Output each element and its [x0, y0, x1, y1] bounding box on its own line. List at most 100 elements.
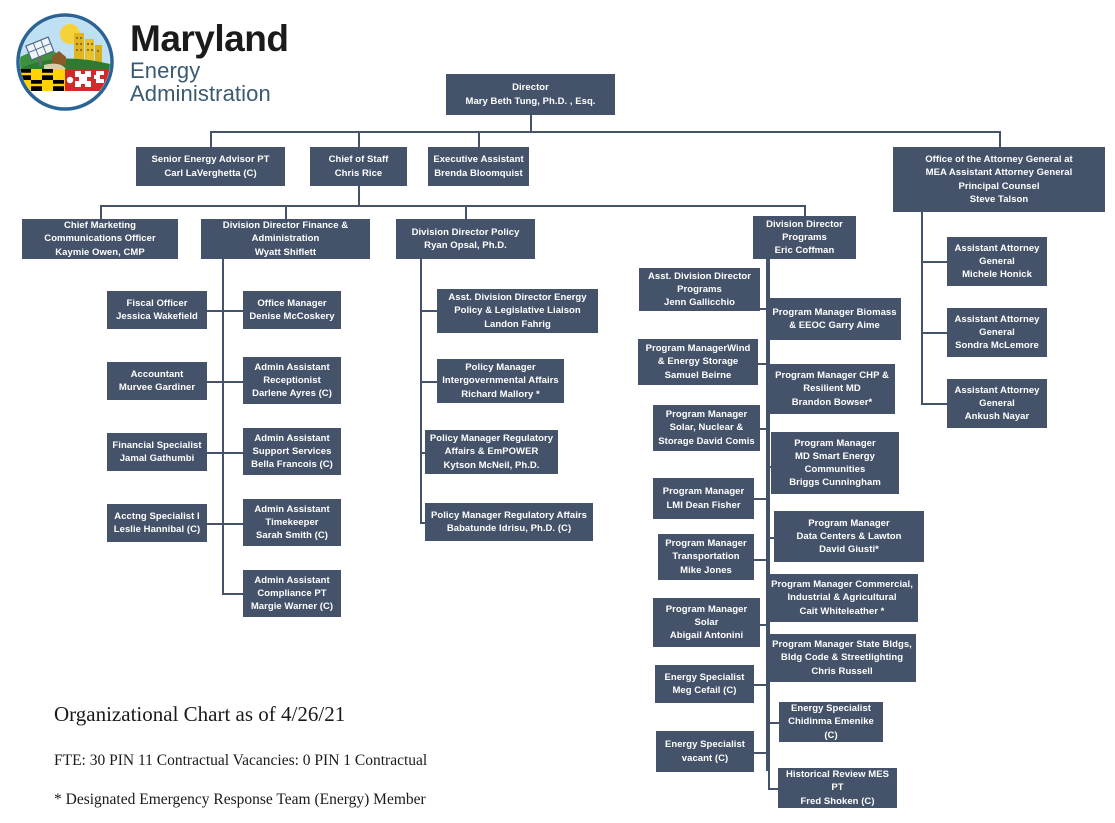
connector-finance-right-3 — [222, 452, 243, 454]
node-pm-chp-name: Brandon Bowser* — [791, 396, 873, 408]
connector-ag-trunk — [921, 212, 923, 405]
connector-programs-left-8 — [753, 752, 766, 754]
node-aa-support-line1: Admin Assistant — [254, 432, 330, 444]
node-dd-policy-name: Ryan Opsal, Ph.D. — [424, 240, 507, 251]
node-pm-lmi[interactable]: Program Manager LMI Dean Fisher — [653, 478, 754, 519]
node-aa-receptionist[interactable]: Admin Assistant Receptionist Darlene Ayr… — [243, 357, 341, 404]
node-aag-mclemore[interactable]: Assistant Attorney General Sondra McLemo… — [947, 308, 1047, 357]
node-pm-reg-affairs-name: Babatunde Idrisu, Ph.D. (C) — [446, 523, 572, 534]
connector-chief-of-staff-drop — [358, 131, 360, 147]
node-aa-receptionist-line2: Receptionist — [263, 374, 321, 386]
legend-note: * Designated Emergency Response Team (En… — [54, 791, 426, 808]
node-chief-of-staff[interactable]: Chief of Staff Chris Rice — [310, 147, 407, 186]
connector-policy-branch-2 — [420, 381, 437, 383]
node-energy-specialist-cefail[interactable]: Energy Specialist Meg Cefail (C) — [655, 665, 754, 703]
connector-dd-programs-drop — [804, 205, 806, 219]
node-senior-energy-advisor[interactable]: Senior Energy Advisor PT Carl LaVerghett… — [136, 147, 285, 186]
node-aag-honick[interactable]: Assistant Attorney General Michele Honic… — [947, 237, 1047, 286]
node-pm-transportation-line2: Transportation — [672, 551, 740, 563]
node-pm-biomass-line1: Program Manager Biomass — [772, 306, 897, 318]
node-executive-assistant[interactable]: Executive Assistant Brenda Bloomquist — [428, 147, 529, 186]
node-office-manager-line1: Office Manager — [257, 297, 327, 309]
node-pm-wind-energy-storage[interactable]: Program ManagerWind & Energy Storage Sam… — [638, 339, 758, 385]
mea-seal-icon — [14, 11, 116, 113]
node-pm-reg-empower-line1: Policy Manager Regulatory — [429, 433, 554, 445]
connector-programs-left-7 — [753, 684, 766, 686]
node-pm-solar-name: Abigail Antonini — [669, 630, 744, 642]
node-pm-data-centers[interactable]: Program Manager Data Centers & Lawton Da… — [774, 511, 924, 562]
node-pm-commercial-line2: Industrial & Agricultural — [787, 592, 897, 604]
logo-administration-text: Administration — [130, 80, 271, 106]
node-pm-state-buildings[interactable]: Program Manager State Bldgs, Bldg Code &… — [768, 634, 916, 682]
node-ag-office-line3: Principal Counsel — [958, 180, 1040, 192]
connector-finance-right-2 — [222, 381, 243, 383]
node-aag-mclemore-line2: General — [979, 326, 1015, 338]
node-director-title: Director — [512, 82, 549, 94]
node-ag-office-name: Steve Talson — [969, 193, 1029, 205]
node-ag-office-line1: Office of the Attorney General at — [925, 154, 1073, 166]
node-asst-dd-programs[interactable]: Asst. Division Director Programs Jenn Ga… — [639, 268, 760, 311]
node-aag-nayar[interactable]: Assistant Attorney General Ankush Nayar — [947, 379, 1047, 428]
logo-maryland-text: Maryland — [130, 17, 289, 59]
node-acctng-specialist-line1: Acctng Specialist I — [114, 510, 200, 522]
node-senior-energy-advisor-title: Senior Energy Advisor PT — [151, 154, 270, 166]
node-aag-mclemore-line1: Assistant Attorney — [954, 313, 1040, 325]
node-dd-finance-line2: Administration — [251, 233, 320, 245]
connector-programs-left-2 — [753, 363, 766, 365]
node-es-cefail-line1: Energy Specialist — [664, 671, 745, 683]
node-pm-solar[interactable]: Program Manager Solar Abigail Antonini — [653, 598, 760, 647]
node-fiscal-officer-line1: Fiscal Officer — [126, 297, 188, 309]
node-pm-regulatory-affairs[interactable]: Policy Manager Regulatory Affairs Babatu… — [425, 503, 593, 541]
node-pm-regulatory-empower[interactable]: Policy Manager Regulatory Affairs & EmPO… — [425, 430, 558, 474]
node-asst-dd-energy-policy[interactable]: Asst. Division Director Energy Policy & … — [437, 289, 598, 333]
node-ag-office-line2: MEA Assistant Attorney General — [925, 167, 1073, 179]
node-dd-finance-administration[interactable]: Division Director Finance & Administrati… — [201, 219, 370, 259]
node-pm-intergovernmental[interactable]: Policy Manager Intergovernmental Affairs… — [437, 359, 564, 403]
node-chief-marketing-officer[interactable]: Chief Marketing Communications Officer K… — [22, 219, 178, 259]
connector-ag-branch-1 — [921, 261, 948, 263]
node-accountant[interactable]: Accountant Murvee Gardiner — [107, 362, 207, 400]
node-dd-programs-name: Eric Coffman — [774, 245, 835, 257]
node-pm-solar-line1: Program Manager — [665, 603, 748, 615]
connector-finance-left-2 — [207, 381, 222, 383]
node-dd-policy[interactable]: Division Director Policy Ryan Opsal, Ph.… — [396, 219, 535, 259]
node-pm-reg-affairs-line1: Policy Manager Regulatory Affairs — [431, 509, 587, 521]
node-office-manager[interactable]: Office Manager Denise McCoskery — [243, 291, 341, 329]
connector-dd-finance-drop — [285, 205, 287, 219]
logo-energy-text: Energy — [130, 57, 201, 83]
node-aa-support-services[interactable]: Admin Assistant Support Services Bella F… — [243, 428, 341, 475]
node-pm-reg-empower-line2: Affairs & EmPOWER — [444, 446, 539, 458]
connector-ag-branch-2 — [921, 332, 948, 334]
node-aa-compliance[interactable]: Admin Assistant Compliance PT Margie War… — [243, 570, 341, 617]
node-energy-specialist-emenike[interactable]: Energy Specialist Chidinma Emenike (C) — [779, 702, 883, 742]
connector-programs-left-5 — [753, 559, 766, 561]
node-fiscal-officer[interactable]: Fiscal Officer Jessica Wakefield — [107, 291, 207, 329]
connector-finance-left-1 — [207, 310, 222, 312]
node-pm-chp-line1: Program Manager CHP & — [775, 370, 889, 382]
node-director[interactable]: Director Mary Beth Tung, Ph.D. , Esq. — [446, 74, 615, 115]
node-financial-specialist[interactable]: Financial Specialist Jamal Gathumbi — [107, 433, 207, 471]
connector-programs-right-4 — [768, 537, 775, 539]
node-pm-transportation[interactable]: Program Manager Transportation Mike Jone… — [658, 534, 754, 580]
node-es-vacant-line1: Energy Specialist — [664, 739, 746, 751]
connector-finance-trunk — [222, 259, 224, 594]
node-attorney-general-office[interactable]: Office of the Attorney General at MEA As… — [893, 147, 1105, 212]
node-pm-wind-line1: Program ManagerWind — [645, 343, 751, 355]
node-pm-chp-resilient-md[interactable]: Program Manager CHP & Resilient MD Brand… — [769, 364, 895, 414]
node-historical-review[interactable]: Historical Review MES PT Fred Shoken (C) — [778, 768, 897, 808]
node-pm-solar-nuclear-storage[interactable]: Program Manager Solar, Nuclear & Storage… — [653, 405, 760, 451]
node-pm-commercial-industrial[interactable]: Program Manager Commercial, Industrial &… — [766, 574, 918, 622]
node-acctng-specialist[interactable]: Acctng Specialist I Leslie Hannibal (C) — [107, 504, 207, 542]
node-asst-dd-programs-line1: Asst. Division Director — [647, 270, 752, 282]
node-pm-biomass-eeoc[interactable]: Program Manager Biomass & EEOC Garry Aim… — [768, 298, 901, 340]
connector-director-down — [530, 115, 532, 132]
node-pm-wind-name: Samuel Beirne — [664, 369, 732, 381]
mea-logo: Maryland Energy Administration — [14, 6, 304, 118]
node-energy-specialist-vacant[interactable]: Energy Specialist vacant (C) — [656, 731, 754, 772]
node-pm-smart-energy-communities[interactable]: Program Manager MD Smart Energy Communit… — [771, 432, 899, 494]
connector-dd-policy-drop — [465, 205, 467, 219]
node-dd-programs[interactable]: Division Director Programs Eric Coffman — [753, 216, 856, 259]
connector-finance-right-1 — [222, 310, 243, 312]
node-aa-timekeeper[interactable]: Admin Assistant Timekeeper Sarah Smith (… — [243, 499, 341, 546]
connector-finance-right-4 — [222, 523, 243, 525]
